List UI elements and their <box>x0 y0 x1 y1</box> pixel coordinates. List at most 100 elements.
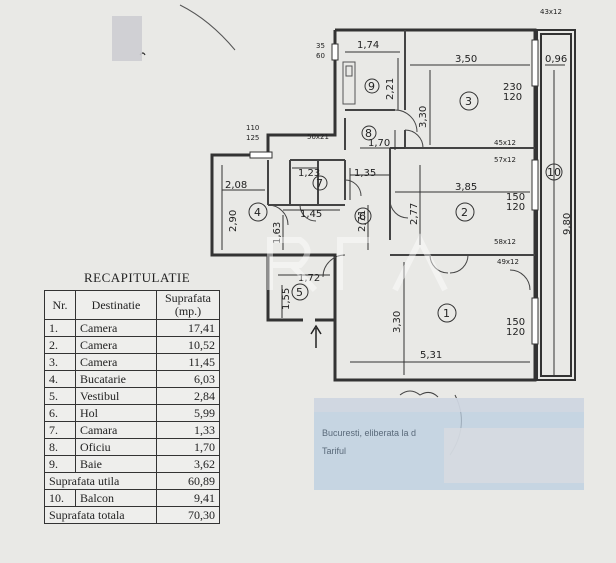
row-destination: Camara <box>75 421 157 439</box>
row-area: 17,41 <box>156 319 220 337</box>
total-area-value: 70,30 <box>156 506 220 524</box>
dim-350: 3,50 <box>455 54 477 65</box>
util-area-row: Suprafata utila 60,89 <box>44 472 220 490</box>
row-area: 3,62 <box>156 455 220 473</box>
row-area: 6,03 <box>156 370 220 388</box>
interior-walls <box>267 30 535 256</box>
table-row: 7. Camara 1,33 <box>44 421 220 439</box>
dim-170: 1,70 <box>368 138 390 149</box>
table-row: 3. Camera 11,45 <box>44 353 220 371</box>
dim-50x21: 50x21 <box>307 133 329 141</box>
row-area: 2,84 <box>156 387 220 405</box>
header-area: Suprafata (mp.) <box>156 290 220 320</box>
room-2-label: 2 <box>461 206 468 219</box>
dim-45x12: 45x12 <box>494 139 516 147</box>
room-1-label: 1 <box>443 307 450 320</box>
redacted-area <box>112 16 142 61</box>
table-row: 8. Oficiu 1,70 <box>44 438 220 456</box>
balcon-row: 10. Balcon 9,41 <box>44 489 220 507</box>
row-nr: 4. <box>44 370 76 388</box>
dim-385: 3,85 <box>455 182 477 193</box>
header-destination: Destinatie <box>75 290 157 320</box>
dim-155: 1,55 <box>281 288 292 310</box>
dim-531: 5,31 <box>420 350 442 361</box>
room-4-label: 4 <box>254 206 261 219</box>
row-nr: 3. <box>44 353 76 371</box>
dim-123: 1,23 <box>298 168 320 179</box>
row-nr: 2. <box>44 336 76 354</box>
row-nr: 9. <box>44 455 76 473</box>
table-row: 1. Camera 17,41 <box>44 319 220 337</box>
windows <box>249 39 539 345</box>
row-destination: Camera <box>75 319 157 337</box>
stamp-overlay: Bucuresti, eliberata la d Tariful <box>314 398 584 490</box>
door-swings <box>267 109 531 291</box>
balcon-area: 9,41 <box>156 489 220 507</box>
balcon-nr: 10. <box>44 489 76 507</box>
room-9-label: 9 <box>368 80 375 93</box>
dim-271: 2,71 <box>357 210 368 232</box>
row-destination: Bucatarie <box>75 370 157 388</box>
watermark-logo <box>267 233 448 293</box>
room-numbers: 1 2 3 4 5 6 7 8 9 10 <box>254 80 561 320</box>
dim-096: 0,96 <box>545 54 567 65</box>
dim-163: 1,63 <box>272 222 283 244</box>
room-3-label: 3 <box>465 95 472 108</box>
room-8-label: 8 <box>365 127 372 140</box>
dim-277: 2,77 <box>409 203 420 225</box>
row-destination: Oficiu <box>75 438 157 456</box>
total-area-row: Suprafata totala 70,30 <box>44 506 220 524</box>
dim-980: 9,80 <box>562 213 573 235</box>
row-destination: Hol <box>75 404 157 422</box>
row-area: 1,70 <box>156 438 220 456</box>
row-nr: 6. <box>44 404 76 422</box>
row-area: 11,45 <box>156 353 220 371</box>
row-destination: Camera <box>75 336 157 354</box>
row-area: 1,33 <box>156 421 220 439</box>
room-10-label: 10 <box>547 166 561 179</box>
row-nr: 1. <box>44 319 76 337</box>
dim-49x12: 49x12 <box>497 258 519 266</box>
table-row: 6. Hol 5,99 <box>44 404 220 422</box>
dim-221: 2,21 <box>385 78 396 100</box>
recap-header-row: Nr. Destinatie Suprafata (mp.) <box>44 290 220 320</box>
row-area: 10,52 <box>156 336 220 354</box>
redacted-area <box>444 428 584 483</box>
balcon-destination: Balcon <box>75 489 157 507</box>
dim-57x12: 57x12 <box>494 156 516 164</box>
entrance-arrow-icon <box>310 324 322 348</box>
row-destination: Vestibul <box>75 387 157 405</box>
dim-135: 1,35 <box>354 168 376 179</box>
table-row: 5. Vestibul 2,84 <box>44 387 220 405</box>
row-nr: 8. <box>44 438 76 456</box>
dim-top-right: 43x12 <box>540 8 562 16</box>
dim-172: 1,72 <box>298 273 320 284</box>
row-destination: Camera <box>75 353 157 371</box>
dimension-lines <box>221 51 565 375</box>
room-7-label: 7 <box>316 177 323 190</box>
bathroom-fixtures <box>342 61 356 105</box>
recap-table: Nr. Destinatie Suprafata (mp.) 1. Camera… <box>44 290 220 524</box>
header-nr: Nr. <box>44 290 76 320</box>
row-nr: 7. <box>44 421 76 439</box>
room-markers <box>248 78 563 323</box>
recap-title: RECAPITULATIE <box>84 270 191 285</box>
room-5-label: 5 <box>296 286 303 299</box>
balcony-outline <box>536 29 576 381</box>
row-nr: 5. <box>44 387 76 405</box>
dim-208: 2,08 <box>225 180 247 191</box>
dim-174: 1,74 <box>357 40 379 51</box>
redacted-area <box>314 398 584 412</box>
dim-290: 2,90 <box>228 210 239 232</box>
util-area-label: Suprafata utila <box>44 472 157 490</box>
scribble-line <box>179 4 236 51</box>
dim-58x12: 58x12 <box>494 238 516 246</box>
table-row: 9. Baie 3,62 <box>44 455 220 473</box>
